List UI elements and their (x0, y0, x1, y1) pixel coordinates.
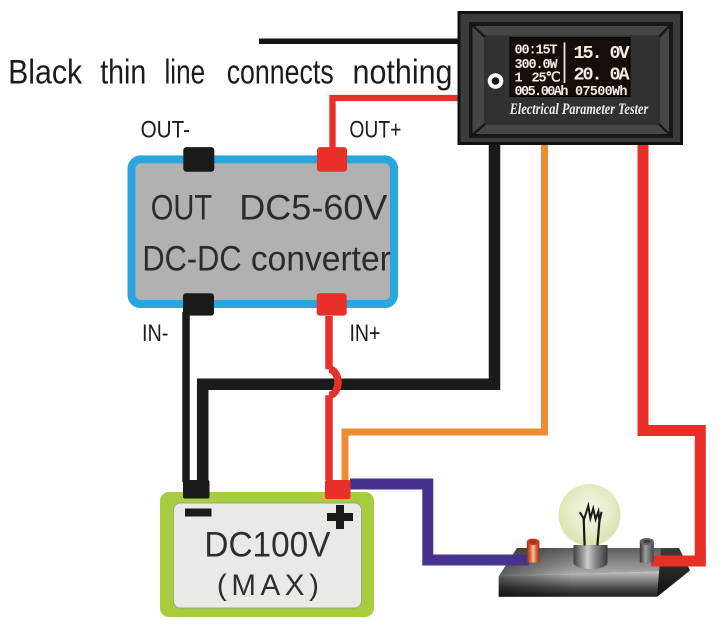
svg-text:OUT+: OUT+ (349, 116, 401, 143)
svg-text:Black: Black (8, 53, 83, 91)
svg-text:(MAX): (MAX) (217, 569, 319, 602)
svg-text:300.0W: 300.0W (515, 58, 559, 73)
svg-text:DC100V: DC100V (204, 526, 331, 565)
svg-text:connects: connects (227, 53, 334, 91)
svg-text:OUT: OUT (151, 189, 212, 228)
svg-text:nothing: nothing (353, 53, 453, 91)
svg-text:OUT-: OUT- (141, 116, 190, 143)
svg-text:005.00Ah: 005.00Ah (515, 85, 569, 100)
svg-text:converter: converter (251, 240, 391, 279)
svg-text:IN-: IN- (142, 320, 168, 347)
svg-text:Electrical Parameter Tester: Electrical Parameter Tester (509, 101, 649, 118)
svg-text:IN+: IN+ (350, 320, 381, 347)
svg-text:00:15T: 00:15T (515, 44, 558, 59)
svg-text:20. 0A: 20. 0A (574, 65, 631, 86)
svg-text:07500Wh: 07500Wh (575, 85, 627, 100)
svg-text:DC-DC: DC-DC (142, 240, 241, 279)
svg-text:15. 0V: 15. 0V (574, 43, 631, 64)
svg-text:DC5-60V: DC5-60V (239, 189, 388, 228)
svg-text:line: line (165, 53, 206, 91)
svg-text:thin: thin (100, 53, 146, 91)
